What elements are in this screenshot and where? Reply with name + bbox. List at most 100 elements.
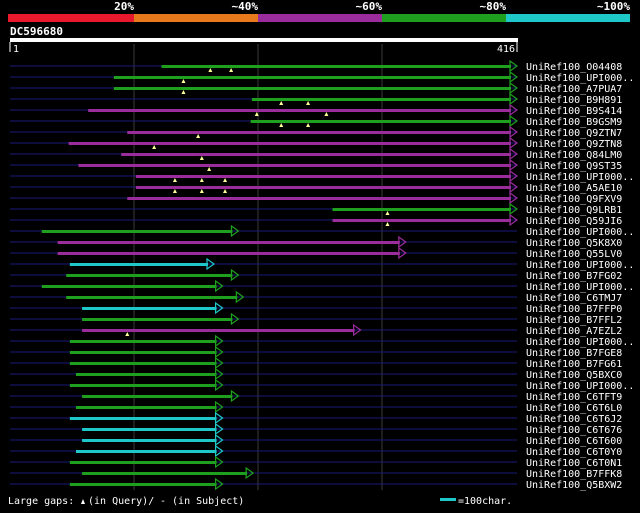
hit-id-link[interactable]: UniRef100_UPI000..	[526, 337, 634, 348]
hit-id-link[interactable]: UniRef100_A7PUA7	[526, 84, 622, 95]
alignment-bar[interactable]	[332, 208, 511, 211]
hit-id-link[interactable]: UniRef100_C6TMJ7	[526, 293, 622, 304]
hit-row[interactable]: UniRef100_C6TMJ7	[10, 290, 622, 304]
hit-row[interactable]: UniRef100_UPI000..	[10, 279, 634, 293]
hit-id-link[interactable]: UniRef100_B9S414	[526, 106, 622, 117]
hit-id-link[interactable]: UniRef100_Q9ZTN7	[526, 128, 622, 139]
alignment-bar[interactable]	[161, 65, 512, 68]
hit-row[interactable]: UniRef100_UPI000..	[10, 334, 634, 348]
hit-row[interactable]: UniRef100_B7FG61	[10, 356, 622, 370]
hit-row[interactable]: UniRef100_UPI000..	[10, 257, 634, 271]
alignment-bar[interactable]	[69, 362, 217, 365]
hit-row[interactable]: UniRef100_Q5K8X0	[10, 235, 622, 249]
hit-row[interactable]: UniRef100_A5AE10	[10, 180, 622, 194]
hit-id-link[interactable]: UniRef100_B7FGE8	[526, 348, 622, 359]
hit-id-link[interactable]: UniRef100_Q5BXC0	[526, 370, 622, 381]
alignment-bar[interactable]	[66, 274, 233, 277]
hit-row[interactable]: UniRef100_Q59JI6	[10, 213, 622, 227]
hit-row[interactable]: UniRef100_C6T0N1	[10, 455, 622, 469]
hit-row[interactable]: UniRef100_Q9ZTN7	[10, 125, 622, 139]
alignment-bar[interactable]	[75, 406, 217, 409]
alignment-bar[interactable]	[113, 76, 511, 79]
hit-id-link[interactable]: UniRef100_UPI000..	[526, 381, 634, 392]
hit-row[interactable]: UniRef100_UPI000..	[10, 224, 634, 238]
hit-row[interactable]: UniRef100_B7FG02	[10, 268, 622, 282]
alignment-bar[interactable]	[135, 175, 511, 178]
alignment-bar[interactable]	[41, 285, 217, 288]
alignment-bar[interactable]	[127, 197, 512, 200]
alignment-bar[interactable]	[75, 373, 217, 376]
alignment-bar[interactable]	[82, 395, 233, 398]
hit-row[interactable]: UniRef100_B9GSM9	[10, 114, 622, 128]
hit-id-link[interactable]: UniRef100_Q5BXW2	[526, 480, 622, 491]
alignment-bar[interactable]	[57, 241, 400, 244]
hit-row[interactable]: UniRef100_Q5BXC0	[10, 367, 622, 381]
hit-id-link[interactable]: UniRef100_C6T600	[526, 436, 622, 447]
alignment-bar[interactable]	[121, 153, 511, 156]
hit-id-link[interactable]: UniRef100_O04408	[526, 62, 622, 73]
hit-id-link[interactable]: UniRef100_UPI000..	[526, 172, 634, 183]
hit-row[interactable]: UniRef100_B9H891	[10, 92, 622, 106]
hit-id-link[interactable]: UniRef100_B7FG61	[526, 359, 622, 370]
hit-id-link[interactable]: UniRef100_UPI000..	[526, 282, 634, 293]
hit-row[interactable]: UniRef100_C6TFT9	[10, 389, 622, 403]
hit-row[interactable]: UniRef100_A7PUA7	[10, 81, 622, 95]
alignment-bar[interactable]	[88, 109, 511, 112]
hit-row[interactable]: UniRef100_UPI000..	[10, 169, 634, 183]
hit-row[interactable]: UniRef100_C6T6J2	[10, 411, 622, 425]
hit-id-link[interactable]: UniRef100_B7FFK8	[526, 469, 622, 480]
hit-row[interactable]: UniRef100_Q9ST35	[10, 158, 622, 172]
alignment-bar[interactable]	[69, 351, 217, 354]
alignment-bar[interactable]	[69, 483, 217, 486]
hit-row[interactable]: UniRef100_UPI000..	[10, 378, 634, 392]
hit-id-link[interactable]: UniRef100_Q59JI6	[526, 216, 622, 227]
hit-row[interactable]: UniRef100_C6T0Y0	[10, 444, 622, 458]
alignment-bar[interactable]	[82, 472, 248, 475]
alignment-bar[interactable]	[69, 417, 217, 420]
hit-row[interactable]: UniRef100_B9S414	[10, 103, 622, 117]
hit-row[interactable]: UniRef100_C6T676	[10, 422, 622, 436]
hit-id-link[interactable]: UniRef100_A5AE10	[526, 183, 622, 194]
alignment-bar[interactable]	[82, 428, 217, 431]
hit-id-link[interactable]: UniRef100_C6TFT9	[526, 392, 622, 403]
hit-row[interactable]: UniRef100_A7EZL2	[10, 323, 622, 337]
hit-id-link[interactable]: UniRef100_C6T0N1	[526, 458, 622, 469]
hit-id-link[interactable]: UniRef100_B9H891	[526, 95, 622, 106]
hit-row[interactable]: UniRef100_Q9LRB1	[10, 202, 622, 216]
alignment-bar[interactable]	[75, 450, 217, 453]
alignment-bar[interactable]	[82, 307, 217, 310]
hit-row[interactable]: UniRef100_C6T6L0	[10, 400, 622, 414]
hit-row[interactable]: UniRef100_B7FFP0	[10, 301, 622, 315]
hit-id-link[interactable]: UniRef100_Q9LRB1	[526, 205, 622, 216]
hit-id-link[interactable]: UniRef100_B7FG02	[526, 271, 622, 282]
hit-row[interactable]: UniRef100_Q84LM0	[10, 147, 622, 161]
hit-row[interactable]: UniRef100_Q55LV0	[10, 246, 622, 260]
alignment-bar[interactable]	[69, 461, 217, 464]
alignment-bar[interactable]	[68, 142, 511, 145]
alignment-bar[interactable]	[69, 340, 217, 343]
hit-id-link[interactable]: UniRef100_A7EZL2	[526, 326, 622, 337]
hit-id-link[interactable]: UniRef100_Q9FXV9	[526, 194, 622, 205]
hit-id-link[interactable]: UniRef100_UPI000..	[526, 260, 634, 271]
alignment-bar[interactable]	[127, 131, 512, 134]
hit-row[interactable]: UniRef100_C6T600	[10, 433, 622, 447]
hit-id-link[interactable]: UniRef100_C6T6L0	[526, 403, 622, 414]
hit-row[interactable]: UniRef100_Q5BXW2	[10, 477, 622, 491]
alignment-bar[interactable]	[78, 164, 511, 167]
hit-id-link[interactable]: UniRef100_Q9ST35	[526, 161, 622, 172]
alignment-bar[interactable]	[250, 120, 511, 123]
alignment-bar[interactable]	[82, 318, 233, 321]
hit-id-link[interactable]: UniRef100_Q55LV0	[526, 249, 622, 260]
alignment-bar[interactable]	[113, 87, 511, 90]
alignment-bar[interactable]	[69, 263, 209, 266]
alignment-bar[interactable]	[41, 230, 233, 233]
hit-row[interactable]: UniRef100_UPI000..	[10, 70, 634, 84]
alignment-bar[interactable]	[57, 252, 400, 255]
hit-id-link[interactable]: UniRef100_Q5K8X0	[526, 238, 622, 249]
hit-id-link[interactable]: UniRef100_C6T6J2	[526, 414, 622, 425]
alignment-bar[interactable]	[135, 186, 511, 189]
hit-id-link[interactable]: UniRef100_UPI000..	[526, 227, 634, 238]
hit-row[interactable]: UniRef100_B7FFK8	[10, 466, 622, 480]
hit-row[interactable]: UniRef100_O04408	[10, 59, 622, 73]
hit-id-link[interactable]: UniRef100_UPI000..	[526, 73, 634, 84]
